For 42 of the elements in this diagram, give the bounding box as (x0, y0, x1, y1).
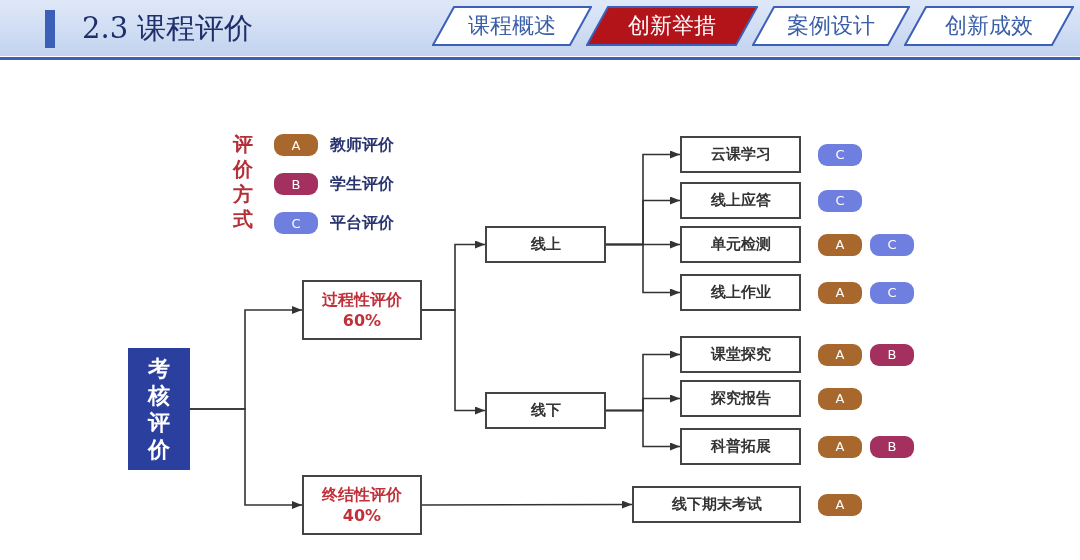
process-box: 线下 (485, 392, 606, 429)
evaluator-badge: C (818, 189, 862, 212)
arrow (421, 500, 633, 509)
legend-swatch: C (274, 212, 318, 234)
evaluator-badge: C (870, 281, 914, 304)
box-title: 终结性评价 (322, 485, 402, 506)
arrow (605, 409, 681, 451)
evaluator-badge: A (818, 387, 862, 410)
arrow (605, 243, 681, 297)
arrow (421, 309, 486, 415)
percentage-text: 40% (342, 506, 382, 525)
percentage-text: 60% (342, 311, 382, 330)
process-box: 探究报告 (680, 380, 801, 417)
root-box: 考核评价 (128, 348, 190, 470)
legend-swatch: B (274, 173, 318, 195)
legend-text: 平台评价 (330, 212, 395, 234)
process-box: 科普拓展 (680, 428, 801, 465)
evaluator-badge: A (818, 343, 862, 366)
legend-text: 学生评价 (330, 173, 395, 195)
process-box: 线上 (485, 226, 606, 263)
category-box (302, 280, 422, 340)
evaluator-badge: C (818, 143, 862, 166)
process-box: 单元检测 (680, 226, 801, 263)
arrow (189, 408, 303, 509)
evaluator-badge: A (818, 493, 862, 516)
process-box: 线上应答 (680, 182, 801, 219)
process-box: 课堂探究 (680, 336, 801, 373)
category-box (302, 475, 422, 535)
legend-title: 评价方式 (231, 132, 254, 233)
evaluator-badge: A (818, 435, 862, 458)
legend-swatch: A (274, 134, 318, 156)
evaluator-badge: B (870, 435, 914, 458)
process-box: 线上作业 (680, 274, 801, 311)
box-title: 过程性评价 (322, 290, 402, 311)
process-box: 云课学习 (680, 136, 801, 173)
evaluator-badge: A (818, 233, 862, 256)
page-title: 2.3 课程评价 (82, 10, 255, 47)
evaluator-badge: C (870, 233, 914, 256)
evaluator-badge: B (870, 343, 914, 366)
process-box: 线下期末考试 (632, 486, 801, 523)
legend-text: 教师评价 (330, 134, 395, 156)
evaluator-badge: A (818, 281, 862, 304)
